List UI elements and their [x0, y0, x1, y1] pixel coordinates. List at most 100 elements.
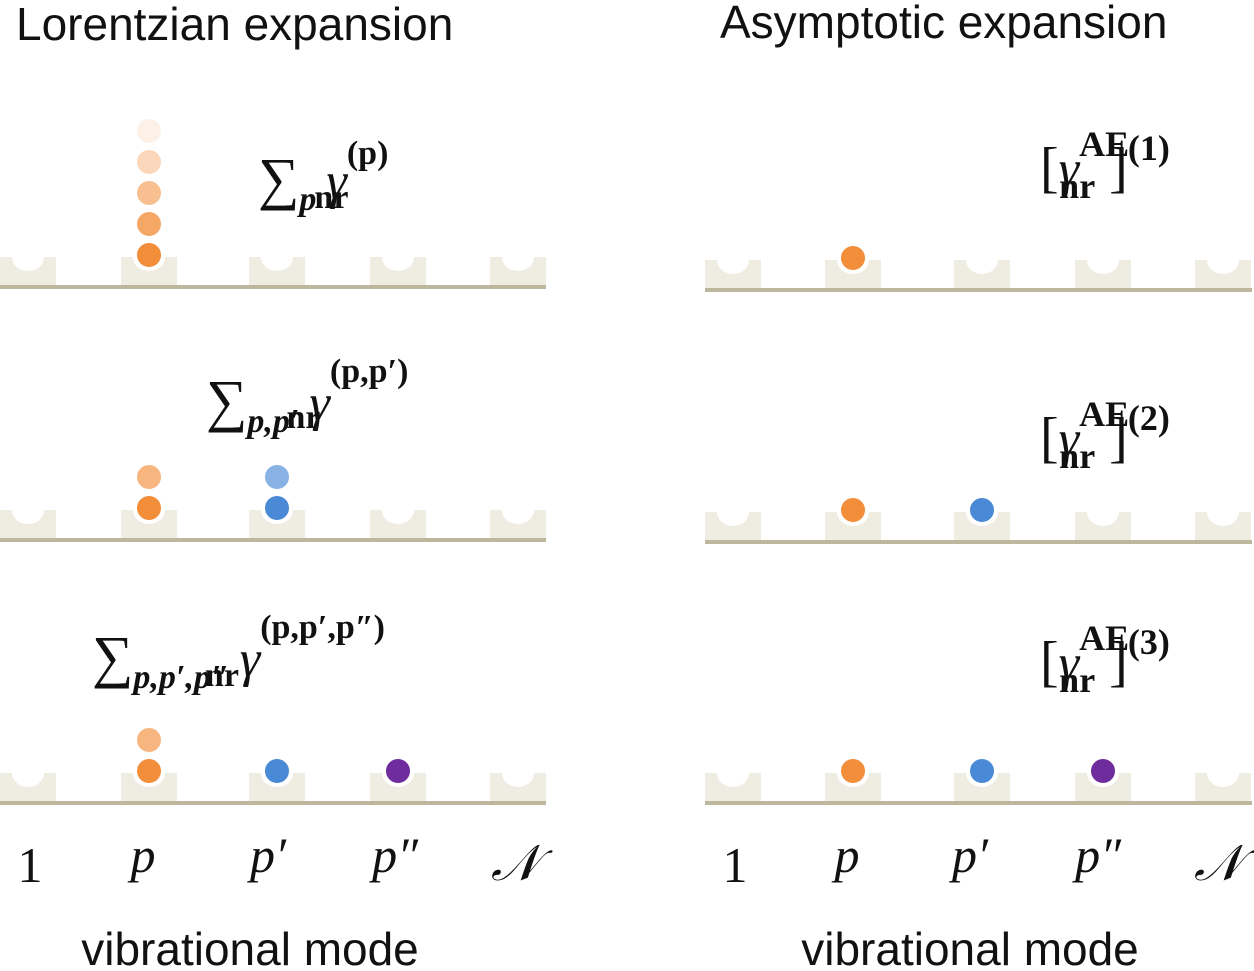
left-wells	[0, 257, 546, 801]
orange-particle	[135, 117, 163, 145]
left-particles	[135, 117, 412, 785]
formula-label: AE	[1079, 124, 1129, 164]
formula-order: (3)	[1128, 622, 1170, 662]
right-wells	[705, 260, 1251, 801]
right-baselines	[705, 288, 1252, 805]
right-axis-label: vibrational mode	[801, 923, 1139, 971]
mode-well	[1195, 512, 1251, 540]
tick-label-1: 1	[18, 837, 43, 893]
mode-well	[825, 512, 881, 540]
orange-particle	[135, 148, 163, 176]
gamma-symbol: γ	[326, 153, 348, 210]
mode-well	[0, 257, 56, 285]
orange-particle	[135, 494, 163, 522]
mode-well	[1195, 773, 1251, 801]
mode-well	[121, 257, 177, 285]
orange-particle	[135, 179, 163, 207]
tick-label-p-prime: p′	[949, 827, 989, 883]
mode-well	[825, 260, 881, 288]
bracket-open: [	[1040, 407, 1059, 469]
sum-subscript: p	[296, 181, 316, 218]
orange-particle	[839, 496, 867, 524]
bracket-open: [	[1040, 631, 1059, 693]
formula-subscript: nr	[1059, 166, 1095, 206]
formula-order: (1)	[1128, 128, 1170, 168]
mode-well	[1075, 512, 1131, 540]
mode-well	[0, 510, 56, 538]
mode-well	[490, 773, 546, 801]
purple-particle	[1089, 757, 1117, 785]
mode-well	[370, 510, 426, 538]
bracket-close: ]	[1109, 631, 1128, 693]
formula-order: (2)	[1128, 398, 1170, 438]
mode-well	[249, 773, 305, 801]
blue-particle	[968, 757, 996, 785]
left-baselines	[0, 285, 546, 805]
formula-label: AE	[1079, 394, 1129, 434]
mode-well	[249, 510, 305, 538]
mode-well	[954, 260, 1010, 288]
tick-label-p: p	[128, 827, 156, 883]
formula-subscript: nr	[286, 399, 320, 436]
mode-well	[705, 773, 761, 801]
mode-well	[370, 773, 426, 801]
tick-label-1: 1	[723, 837, 748, 893]
tick-label-p-double-prime: p″	[369, 827, 419, 883]
formula-superscript: (p)	[347, 135, 389, 172]
mode-well	[0, 773, 56, 801]
mode-well	[1195, 260, 1251, 288]
orange-particle	[135, 757, 163, 785]
gamma-symbol: γ	[1059, 411, 1081, 468]
mode-well	[705, 260, 761, 288]
formula-subscript: nr	[1059, 436, 1095, 476]
left-axis-label: vibrational mode	[81, 923, 419, 971]
gamma-symbol: γ	[1059, 141, 1081, 198]
purple-particle	[384, 757, 412, 785]
orange-particle	[135, 726, 163, 754]
mode-well	[954, 512, 1010, 540]
left-row-3-formula: ∑p,p′,p″γ(p,p′,p″)nr	[92, 609, 385, 696]
tick-label-n: 𝒩	[1194, 835, 1254, 891]
mode-well	[490, 510, 546, 538]
sum-subscript: p,p′	[244, 403, 299, 440]
formula-superscript: (p,p′,p″)	[260, 609, 385, 646]
bracket-open: [	[1040, 137, 1059, 199]
mode-well	[249, 257, 305, 285]
right-panel-title: Asymptotic expansion	[720, 0, 1167, 48]
tick-label-p-double-prime: p″	[1072, 827, 1122, 883]
orange-particle	[135, 241, 163, 269]
blue-particle	[263, 494, 291, 522]
sum-subscript: p,p′,p″	[130, 659, 229, 696]
formula-subscript: nr	[1059, 660, 1095, 700]
orange-particle	[839, 757, 867, 785]
blue-particle	[263, 463, 291, 491]
formula-superscript: (p,p′)	[330, 353, 409, 390]
mode-well	[370, 257, 426, 285]
blue-particle	[263, 757, 291, 785]
tick-label-p-prime: p′	[247, 827, 287, 883]
blue-particle	[968, 496, 996, 524]
orange-particle	[839, 244, 867, 272]
bracket-close: ]	[1109, 407, 1128, 469]
mode-well	[490, 257, 546, 285]
sum-symbol: ∑	[258, 146, 299, 211]
formula-label: AE	[1079, 618, 1129, 658]
mode-well	[1075, 260, 1131, 288]
left-panel	[0, 117, 546, 805]
mode-well	[121, 773, 177, 801]
left-tick-labels: 1 p p′ p″ 𝒩	[18, 827, 554, 893]
formula-subscript: nr	[314, 179, 348, 216]
formula-subscript: nr	[205, 657, 239, 694]
tick-label-n: 𝒩	[491, 835, 553, 891]
gamma-symbol: γ	[309, 375, 331, 432]
right-particles	[839, 244, 1117, 785]
gamma-symbol: γ	[1059, 635, 1081, 692]
mode-well	[825, 773, 881, 801]
mode-well	[1075, 773, 1131, 801]
sum-symbol: ∑	[206, 368, 247, 433]
